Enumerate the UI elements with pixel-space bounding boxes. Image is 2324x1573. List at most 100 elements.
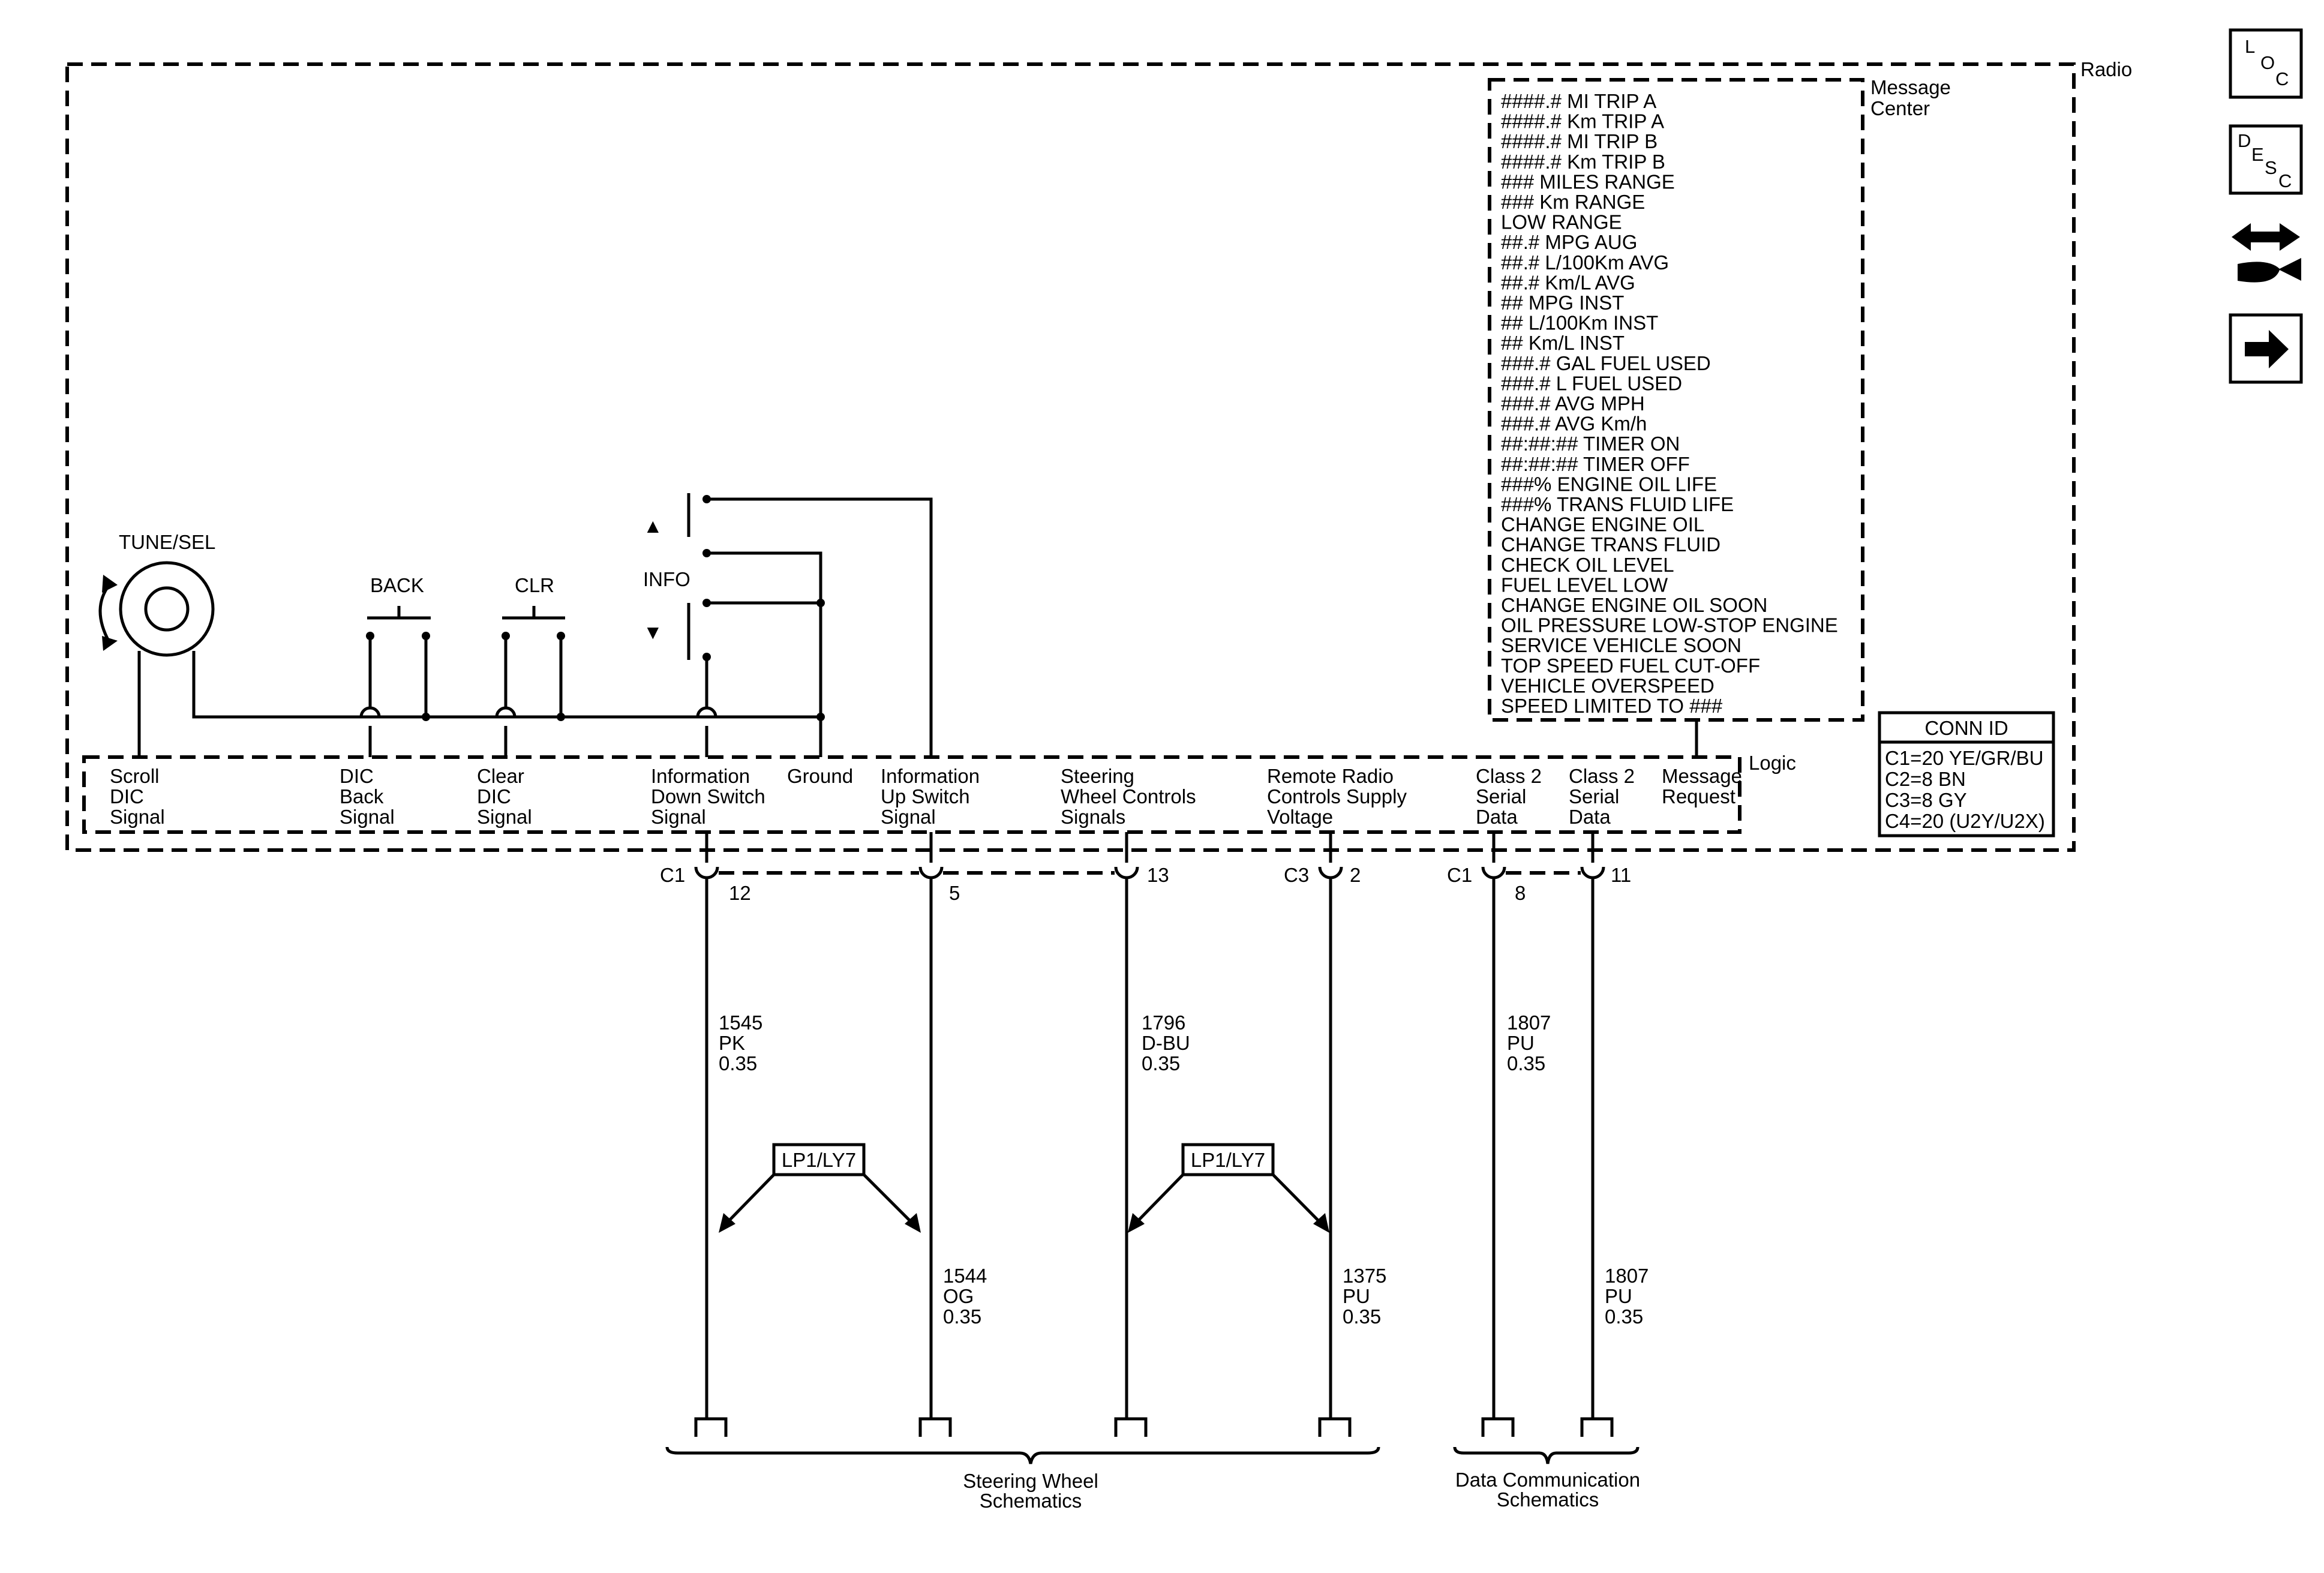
wire-label: OG xyxy=(943,1285,974,1307)
desc-icon-e: E xyxy=(2251,144,2264,165)
option-arrow-right-a xyxy=(1128,1213,1145,1233)
message-item: ##.# MPG AUG xyxy=(1501,231,1637,253)
info-switch-label: INFO xyxy=(643,568,690,590)
clr-switch-label: CLR xyxy=(515,574,554,596)
logic-signal-label: Remote Radio xyxy=(1267,765,1394,787)
message-center-label-2: Center xyxy=(1870,97,1930,119)
message-item: ###.# AVG Km/h xyxy=(1501,413,1647,435)
message-item: SERVICE VEHICLE SOON xyxy=(1501,634,1742,656)
connector-c1-pins xyxy=(694,866,1139,879)
data-schematics-line1: Data Communication xyxy=(1455,1469,1640,1491)
loc-icon-c: C xyxy=(2275,68,2289,89)
message-item: ####.# MI TRIP B xyxy=(1501,130,1658,152)
wire-label: 0.35 xyxy=(1507,1052,1545,1074)
logic-signal-label: DIC xyxy=(340,765,374,787)
wire-label: PK xyxy=(719,1032,745,1054)
logic-signal-label: DIC xyxy=(477,785,511,807)
desc-icon[interactable]: D E S C xyxy=(2229,124,2303,195)
desc-icon-c: C xyxy=(2278,170,2292,191)
logic-signal-label: Signal xyxy=(477,806,532,828)
option-box-left xyxy=(772,1143,866,1176)
logic-signal-label: Down Switch xyxy=(651,785,765,807)
logic-signal-label: Serial xyxy=(1476,785,1526,807)
message-item: ## L/100Km INST xyxy=(1501,312,1658,334)
logic-signal-label: Data xyxy=(1569,806,1611,828)
right-arrow-icon[interactable] xyxy=(2229,313,2303,384)
message-item: ### MILES RANGE xyxy=(1501,170,1675,193)
message-item: ##.# Km/L AVG xyxy=(1501,271,1635,293)
wire-label: 1544 xyxy=(943,1265,987,1287)
wire-label: PU xyxy=(1507,1032,1535,1054)
wire-label: 1375 xyxy=(1343,1265,1386,1287)
message-item: ###% TRANS FLUID LIFE xyxy=(1501,493,1734,515)
info-up-arrow-icon: ▲ xyxy=(643,515,663,537)
connector-c1-label: C1 xyxy=(660,864,685,886)
logic-signal-label: Data xyxy=(1476,806,1518,828)
logic-signal-label: Clear xyxy=(477,765,524,787)
wire-label: 0.35 xyxy=(719,1052,757,1074)
option-label-left: LP1/LY7 xyxy=(782,1149,856,1171)
desc-icon-d: D xyxy=(2238,130,2251,151)
logic-signal-label: Scroll xyxy=(110,765,160,787)
conn-id-title: CONN ID xyxy=(1924,717,2008,739)
wire-label: 1807 xyxy=(1507,1011,1551,1034)
conn-id-box xyxy=(1878,711,2055,837)
conn-id-row: C2=8 BN xyxy=(1885,768,1966,790)
wire-label: 1796 xyxy=(1142,1011,1185,1034)
message-item: ####.# Km TRIP B xyxy=(1501,151,1665,173)
radio-enclosure xyxy=(65,62,2076,852)
message-item: SPEED LIMITED TO ### xyxy=(1501,695,1723,717)
message-item: FUEL LEVEL LOW xyxy=(1501,574,1668,596)
loc-icon-o: O xyxy=(2260,52,2275,73)
message-item: CHECK OIL LEVEL xyxy=(1501,554,1674,576)
pin-8: 8 xyxy=(1515,882,1526,904)
logic-signal-label: Controls Supply xyxy=(1267,785,1407,807)
logic-signal-label: Class 2 xyxy=(1569,765,1635,787)
message-item: ####.# MI TRIP A xyxy=(1501,90,1656,112)
logic-box xyxy=(82,755,1742,834)
logic-signal-label: DIC xyxy=(110,785,144,807)
logic-signal-label: Signal xyxy=(651,806,706,828)
message-item: ##:##:## TIMER ON xyxy=(1501,433,1680,455)
logic-signal-label: Ground xyxy=(787,765,853,787)
message-item: ###.# L FUEL USED xyxy=(1501,372,1682,394)
message-item: ###.# GAL FUEL USED xyxy=(1501,352,1711,374)
connector-c3-pin xyxy=(1318,866,1343,879)
logic-label: Logic xyxy=(1749,752,1796,774)
option-arrow-left-b xyxy=(905,1213,921,1233)
wire-label: 1545 xyxy=(719,1011,762,1034)
logic-signal-label: Class 2 xyxy=(1476,765,1542,787)
wrench-arrows-icon[interactable] xyxy=(2232,223,2301,283)
wire-label: 1807 xyxy=(1605,1265,1649,1287)
message-center-label-1: Message xyxy=(1870,76,1951,98)
logic-signal-label: Signal xyxy=(110,806,165,828)
pin-2: 2 xyxy=(1350,864,1361,886)
message-item: CHANGE ENGINE OIL SOON xyxy=(1501,594,1767,616)
info-down-arrow-icon: ▼ xyxy=(643,621,663,643)
message-center-box xyxy=(1488,78,1864,722)
logic-signal-label: Information xyxy=(651,765,750,787)
conn-id-row: C3=8 GY xyxy=(1885,789,1967,811)
wire-label: D-BU xyxy=(1142,1032,1190,1054)
steering-schematics-line2: Schematics xyxy=(980,1490,1082,1512)
loc-icon[interactable]: L O C xyxy=(2229,28,2303,99)
wire-label: PU xyxy=(1343,1285,1370,1307)
message-item: LOW RANGE xyxy=(1501,211,1622,233)
message-item: OIL PRESSURE LOW-STOP ENGINE xyxy=(1501,614,1838,637)
back-switch-label: BACK xyxy=(370,574,424,596)
clr-switch xyxy=(495,606,565,757)
logic-signal-label: Wheel Controls xyxy=(1061,785,1196,807)
logic-signal-label: Serial xyxy=(1569,785,1619,807)
logic-signal-label: Message xyxy=(1662,765,1742,787)
message-item: ###% ENGINE OIL LIFE xyxy=(1501,473,1717,495)
logic-signal-label: Steering xyxy=(1061,765,1134,787)
message-item: VEHICLE OVERSPEED xyxy=(1501,674,1715,697)
conn-id-row: C1=20 YE/GR/BU xyxy=(1885,747,2043,769)
connector-c1-data-label: C1 xyxy=(1447,864,1472,886)
logic-signal-label: Up Switch xyxy=(881,785,970,807)
logic-signal-label: Back xyxy=(340,785,384,807)
message-item: TOP SPEED FUEL CUT-OFF xyxy=(1501,655,1760,677)
desc-icon-s: S xyxy=(2265,157,2277,178)
wire-label: 0.35 xyxy=(1142,1052,1180,1074)
logic-signal-label: Request xyxy=(1662,785,1736,807)
